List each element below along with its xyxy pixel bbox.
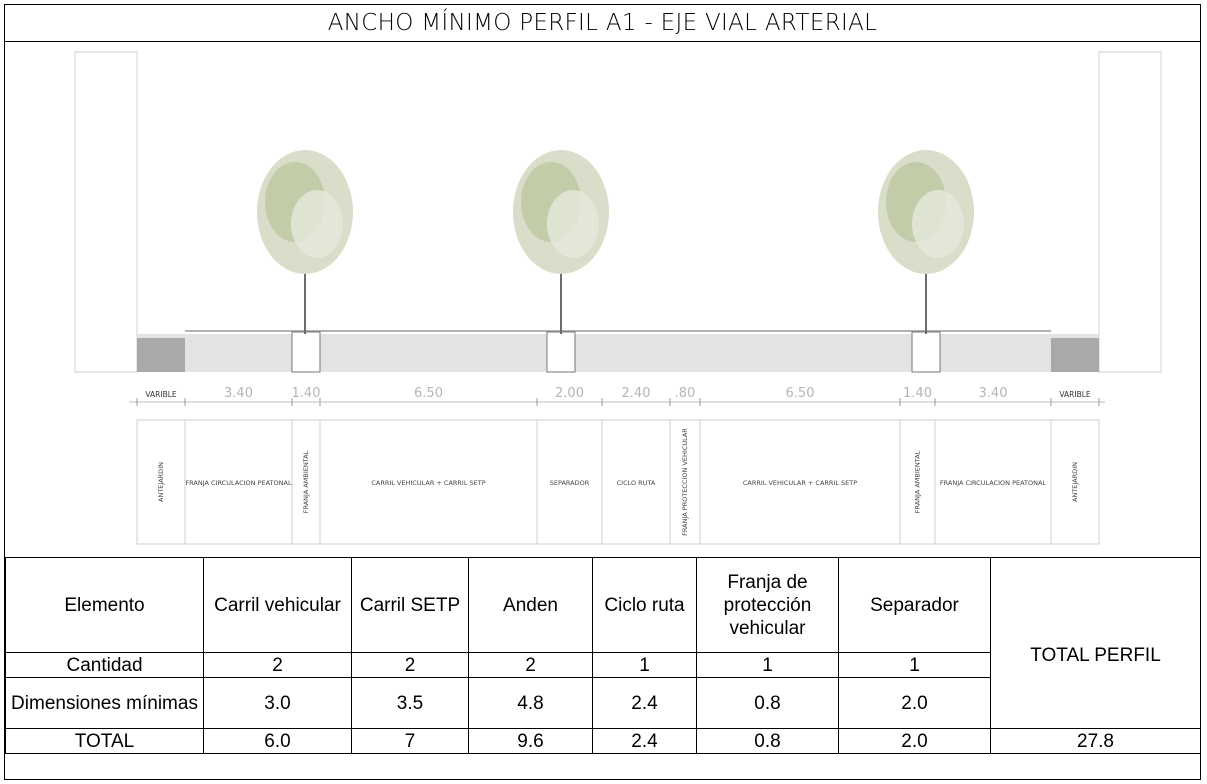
dimension-label: 2.00	[555, 386, 584, 401]
dimension-label: 2.40	[622, 386, 651, 401]
header-separador: Separador	[838, 557, 991, 653]
strip-label: CARRIL VEHICULAR + CARRIL SETP	[371, 479, 485, 487]
cell: 0.8	[696, 728, 839, 754]
dimension-label: 3.40	[224, 386, 253, 401]
strip-label: FRANJA AMBIENTAL	[914, 450, 922, 513]
strip-label: FRANJA CIRCULACION PEATONAL	[185, 479, 292, 487]
header-carril-setp: Carril SETP	[351, 557, 469, 653]
left-building	[74, 51, 138, 373]
cell: 2.4	[592, 677, 697, 729]
dimension-label: .80	[675, 386, 696, 401]
table-row-dimensiones: Dimensiones mínimas 3.0 3.5 4.8 2.4 0.8 …	[5, 677, 1201, 729]
tree-pit-center	[546, 331, 576, 373]
cell: 1	[838, 652, 991, 678]
cell: 2	[468, 652, 593, 678]
cell: 2.0	[838, 728, 991, 754]
strip-label: SEPARADOR	[550, 479, 590, 487]
document-frame: ANCHO MÍNIMO PERFIL A1 - EJE VIAL ARTERI…	[4, 4, 1201, 780]
right-antejardin-block	[1051, 338, 1099, 372]
row-label: Cantidad	[5, 652, 204, 678]
ground-band	[137, 334, 1099, 372]
tree-center	[513, 150, 609, 334]
table-header-row: Elemento Carril vehicular Carril SETP An…	[5, 557, 1201, 729]
strip-label: CICLO RUTA	[617, 479, 656, 487]
dimension-label: 6.50	[414, 386, 443, 401]
strip-label: CARRIL VEHICULAR + CARRIL SETP	[743, 479, 857, 487]
header-anden: Anden	[468, 557, 593, 653]
header-ciclo-ruta: Ciclo ruta	[592, 557, 697, 653]
strip-labels: ANTEJARDIN FRANJA CIRCULACION PEATONAL FRA…	[157, 420, 1079, 544]
dimension-label: 3.40	[979, 386, 1008, 401]
tree-left	[257, 150, 353, 334]
cell: 2.4	[592, 728, 697, 754]
cell: 1	[592, 652, 697, 678]
left-antejardin-block	[137, 338, 185, 372]
elements-table: Elemento Carril vehicular Carril SETP An…	[5, 557, 1201, 754]
dimension-label: VARIBLE	[1059, 390, 1091, 399]
header-franja-proteccion: Franja de protección vehicular	[696, 557, 839, 653]
cell: 3.0	[203, 677, 352, 729]
strip-label: ANTEJARDIN	[157, 462, 165, 502]
strip-label: ANTEJARDIN	[1071, 462, 1079, 502]
road-cross-section-drawing: VARIBLE 3.40 1.40 6.50 2.00 2.40 .80 6.50 1.40 3.…	[5, 42, 1200, 557]
cell: 2	[351, 652, 469, 678]
strip-label: FRANJA AMBIENTAL	[302, 450, 310, 513]
cell: 9.6	[468, 728, 593, 754]
cell: 2	[203, 652, 352, 678]
cell: 2.0	[838, 677, 991, 729]
table-row-cantidad: Cantidad 2 2 2 1 1 1	[5, 652, 1201, 678]
cell: 0.8	[696, 677, 839, 729]
header-carril-vehicular: Carril vehicular	[203, 557, 352, 653]
row-label: TOTAL	[5, 728, 204, 754]
row-label: Dimensiones mínimas	[5, 677, 204, 729]
dimension-labels: VARIBLE 3.40 1.40 6.50 2.00 2.40 .80 6.50 1.40 3.…	[136, 386, 1100, 406]
cell: 4.8	[468, 677, 593, 729]
strip-label: FRANJA PROTECCION VEHICULAR	[681, 428, 689, 536]
page-title: ANCHO MÍNIMO PERFIL A1 - EJE VIAL ARTERI…	[5, 5, 1200, 42]
cell: 7	[351, 728, 469, 754]
right-building	[1098, 51, 1162, 373]
strip-labels-box	[136, 419, 1100, 545]
tree-pit-left	[291, 331, 321, 373]
strip-label: FRANJA CIRCULACION PEATONAL	[940, 479, 1047, 487]
dimension-label: VARIBLE	[145, 390, 177, 399]
grand-total: 27.8	[990, 728, 1201, 754]
dimension-label: 6.50	[786, 386, 815, 401]
cell: 1	[696, 652, 839, 678]
cell: 6.0	[203, 728, 352, 754]
table-row-total: TOTAL 6.0 7 9.6 2.4 0.8 2.0 27.8	[5, 728, 1201, 754]
header-total-perfil: TOTAL PERFIL	[990, 557, 1201, 729]
dimension-label: 1.40	[903, 386, 932, 401]
tree-right	[878, 150, 974, 334]
tree-pit-right	[911, 331, 941, 373]
cell: 3.5	[351, 677, 469, 729]
cross-section-illustration: VARIBLE 3.40 1.40 6.50 2.00 2.40 .80 6.50 1.40 3.…	[74, 51, 1162, 545]
dimension-label: 1.40	[292, 386, 321, 401]
header-elemento: Elemento	[5, 557, 204, 653]
